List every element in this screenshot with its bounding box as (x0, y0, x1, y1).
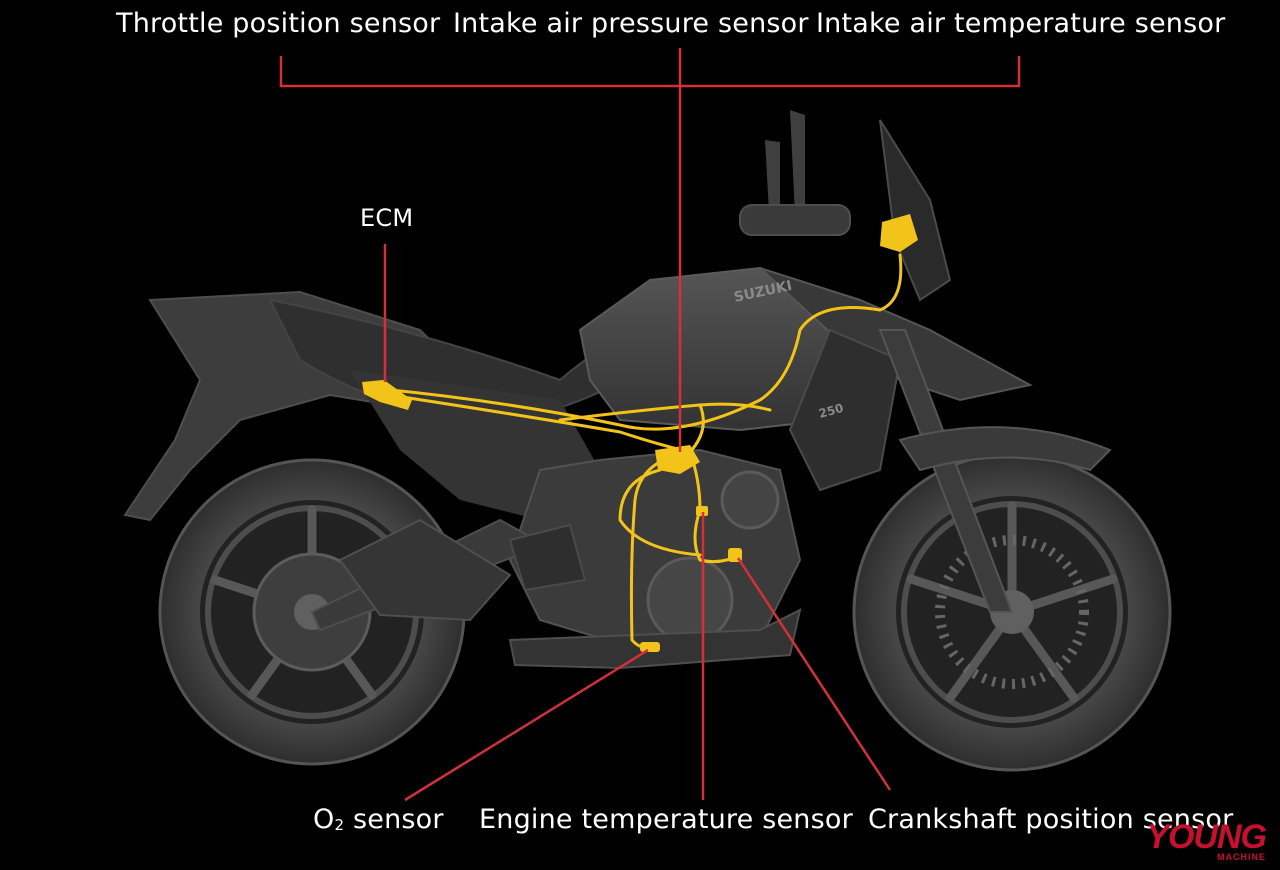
o2-label-suffix: sensor (344, 804, 444, 835)
model-number-text: 250 (817, 401, 845, 421)
leader-lines (279, 48, 1021, 802)
young-machine-logo: YOUNG MACHINE (1146, 818, 1267, 862)
wiring-harness (368, 253, 903, 650)
logo-subtext: MACHINE (1217, 852, 1266, 862)
intake-air-temperature-sensor-label: Intake air temperature sensor (816, 8, 1226, 39)
crankshaft-position-sensor-label: Crankshaft position sensor (868, 804, 1234, 835)
sensor-components (362, 214, 918, 652)
o2-sensor-label: O2 sensor (313, 806, 444, 833)
throttle-body-unit (655, 445, 700, 474)
intake-air-pressure-sensor-label: Intake air pressure sensor (453, 8, 809, 39)
o2-sensor-unit (640, 642, 660, 652)
top-bracket-line (279, 56, 1021, 88)
engine-temperature-sensor-label: Engine temperature sensor (479, 804, 853, 835)
crankshaft-leader-line (736, 557, 892, 791)
ecm-label: ECM (360, 204, 414, 232)
ecm-unit (362, 380, 412, 410)
o2-label-subscript: 2 (334, 816, 345, 834)
logo-wordmark: YOUNG (1146, 818, 1267, 856)
o2-label-prefix: O (313, 804, 335, 835)
o2-leader-line (404, 648, 649, 802)
intake-temp-sensor-unit (880, 214, 918, 252)
throttle-position-sensor-label: Throttle position sensor (116, 8, 441, 39)
engine-temp-sensor-unit (696, 506, 708, 516)
